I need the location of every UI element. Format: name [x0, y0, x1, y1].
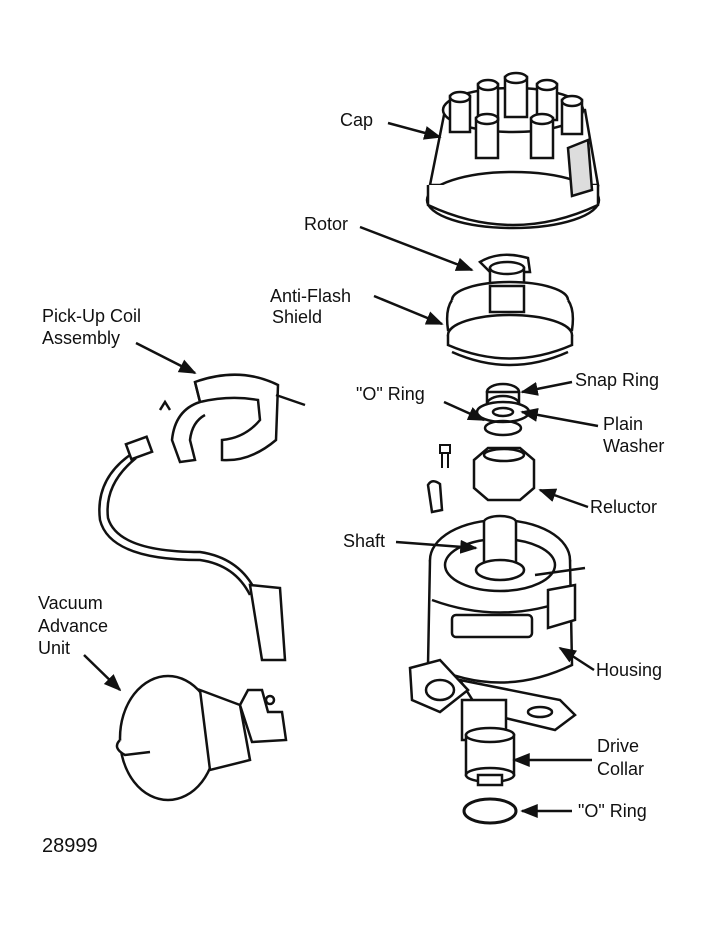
label-shaft: Shaft	[343, 531, 386, 551]
figure-number: 28999	[42, 835, 98, 857]
drive-collar-part	[464, 726, 516, 787]
cap-part	[425, 71, 601, 230]
label-o-ring-bottom: "O" Ring	[578, 801, 647, 821]
label-pickup-coil-line2: Assembly	[42, 328, 121, 348]
label-vacuum-advance-line2: Advance	[38, 616, 109, 636]
label-housing: Housing	[596, 660, 663, 680]
vacuum-advance-part	[115, 674, 288, 802]
label-o-ring-top: "O" Ring	[356, 384, 425, 404]
plain-washer-part	[475, 400, 531, 437]
label-reluctor: Reluctor	[590, 497, 658, 517]
label-vacuum-advance-line3: Unit	[38, 638, 71, 658]
label-rotor: Rotor	[304, 214, 349, 234]
shaft-part	[474, 514, 586, 582]
leader-arrows	[83, 121, 599, 818]
label-drive-collar-line2: Collar	[597, 759, 645, 779]
screw-part	[439, 444, 451, 468]
label-pickup-coil-line1: Pick-Up Coil	[42, 306, 142, 326]
label-vacuum-advance-line1: Vacuum	[38, 593, 103, 613]
label-drive-collar-line1: Drive	[597, 736, 640, 756]
pickup-coil-part	[98, 373, 306, 662]
label-cap: Cap	[340, 110, 374, 130]
label-anti-flash-shield-line1: Anti-Flash	[270, 286, 352, 306]
o-ring-bottom-part	[462, 797, 518, 825]
label-plain-washer-line2: Washer	[603, 436, 665, 456]
reluctor-part	[472, 446, 536, 502]
label-snap-ring: Snap Ring	[575, 370, 660, 390]
anti-flash-shield-part	[445, 280, 575, 367]
label-plain-washer-line1: Plain	[603, 414, 644, 434]
label-anti-flash-shield-line2: Shield	[272, 307, 323, 327]
